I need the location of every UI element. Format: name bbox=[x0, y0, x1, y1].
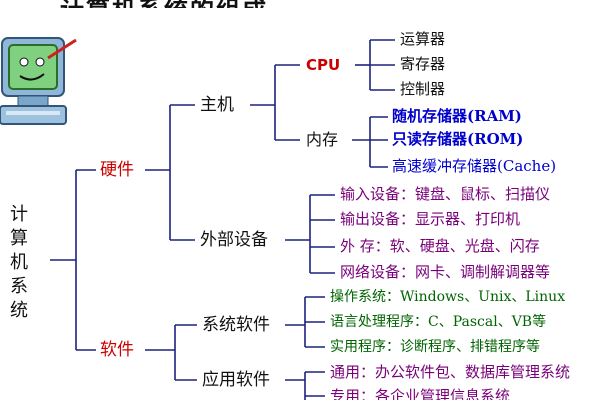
cpu-part: 运算器 bbox=[400, 30, 446, 48]
root-char: 计 bbox=[10, 204, 28, 225]
memory-node: 内存 bbox=[306, 130, 339, 149]
cpu-node: CPU bbox=[306, 56, 341, 74]
peripheral-item: 输出设备：显示器、打印机 bbox=[340, 210, 521, 228]
root-char: 统 bbox=[10, 300, 28, 321]
system-software-item: 实用程序：诊断程序、排错程序等 bbox=[330, 339, 540, 355]
application-software-node: 应用软件 bbox=[202, 370, 270, 390]
host-node: 主机 bbox=[200, 95, 234, 115]
application-software-item: 专用：各企业管理信息系统 bbox=[330, 387, 511, 400]
memory-part: 只读存储器(ROM) bbox=[392, 130, 524, 148]
computer-clipart-icon bbox=[0, 37, 77, 125]
root-char: 系 bbox=[10, 276, 28, 297]
peripherals-node: 外部设备 bbox=[200, 230, 268, 250]
cpu-part: 控制器 bbox=[400, 80, 446, 98]
memory-part: 随机存储器(RAM) bbox=[392, 107, 522, 125]
memory-part: 高速缓冲存储器(Cache) bbox=[392, 157, 557, 175]
peripheral-item: 外 存：软、硬盘、光盘、闪存 bbox=[340, 237, 540, 255]
peripheral-item: 输入设备：键盘、鼠标、扫描仪 bbox=[340, 185, 551, 203]
cpu-part: 寄存器 bbox=[400, 55, 446, 73]
hardware-node: 硬件 bbox=[100, 160, 134, 180]
system-software-item: 语言处理程序：C、Pascal、VB等 bbox=[330, 314, 547, 330]
software-node: 软件 bbox=[100, 340, 134, 360]
root-char: 机 bbox=[10, 252, 28, 273]
root-char: 算 bbox=[10, 228, 28, 249]
system-software-item: 操作系统：Windows、Unix、Linux bbox=[330, 289, 566, 305]
system-software-node: 系统软件 bbox=[202, 315, 270, 335]
application-software-item: 通用：办公软件包、数据库管理系统 bbox=[330, 363, 571, 381]
peripheral-item: 网络设备：网卡、调制解调器等 bbox=[340, 263, 551, 281]
page-title: 计算机系统的组成 bbox=[60, 0, 268, 8]
